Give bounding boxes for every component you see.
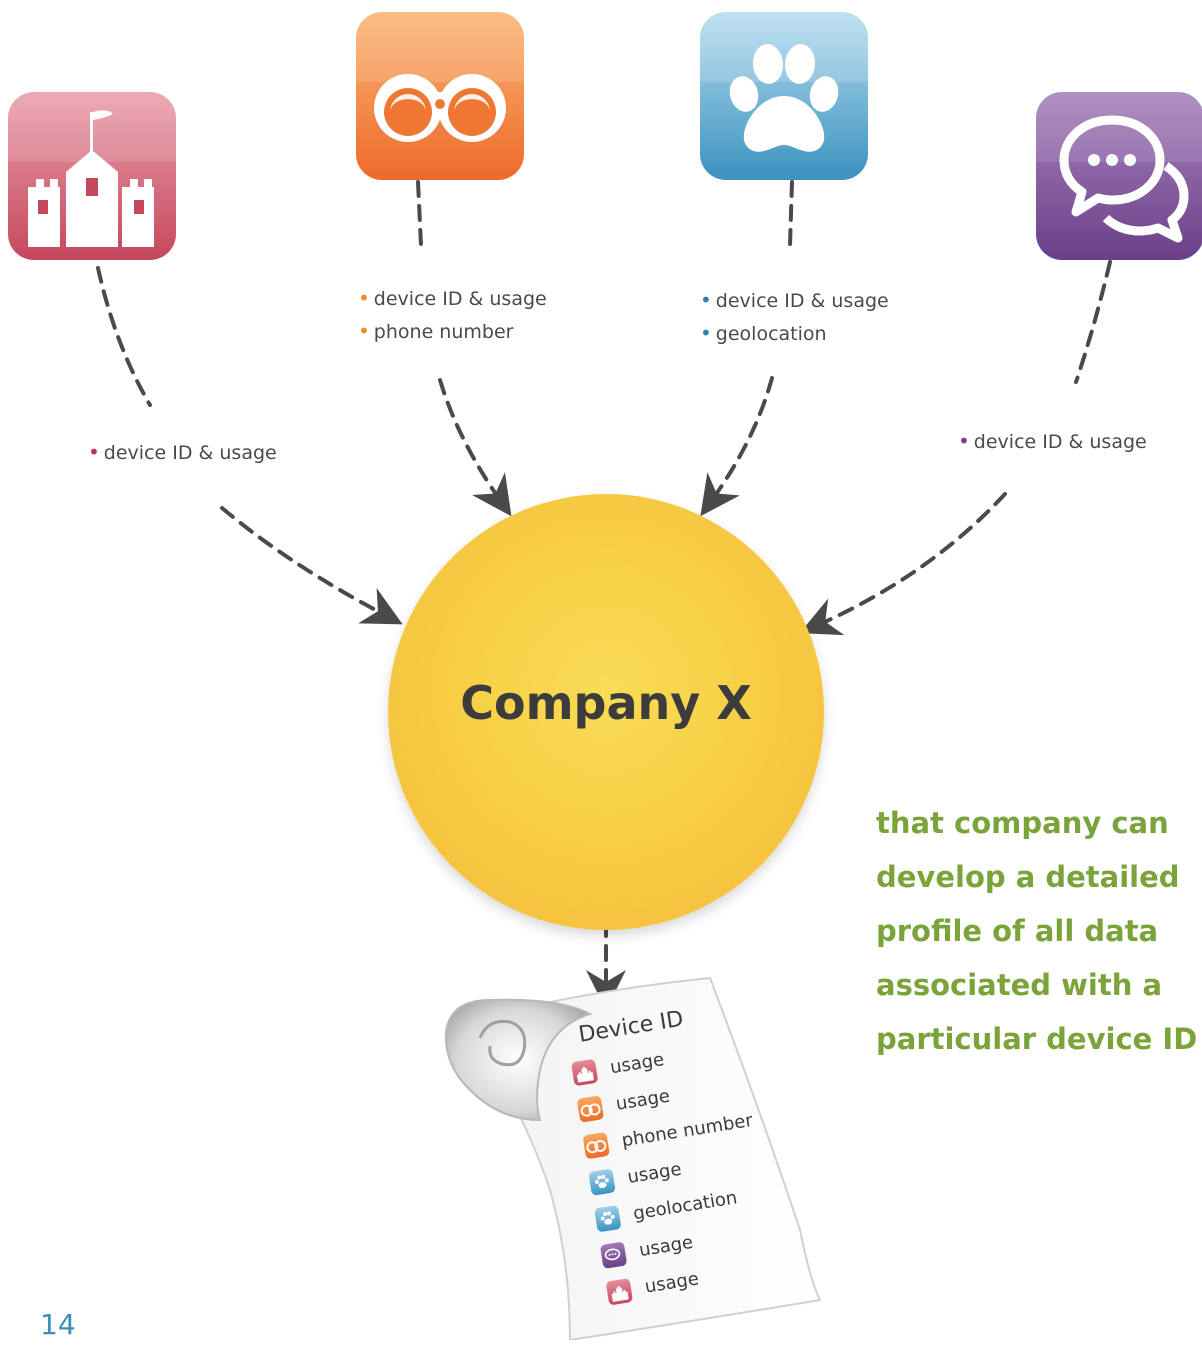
list-item: •device ID & usage <box>88 436 277 469</box>
row-text: usage <box>625 1158 683 1188</box>
page-number: 14 <box>40 1308 76 1341</box>
profile-row: usage <box>570 1009 872 1092</box>
label-text: device ID & usage <box>973 431 1147 453</box>
chat-data-list: •device ID & usage <box>958 425 1147 458</box>
paw-app-icon[interactable] <box>700 12 868 180</box>
profile-row: usage <box>587 1118 889 1201</box>
castle-icon <box>570 1058 599 1086</box>
connector-binoculars-upper <box>416 180 423 247</box>
list-item: •geolocation <box>700 317 889 350</box>
label-text: geolocation <box>715 323 827 345</box>
bullet: • <box>700 288 712 312</box>
label-text: device ID & usage <box>103 442 277 464</box>
binoculars-data-list: •device ID & usage •phone number <box>358 282 547 348</box>
profile-row: geolocation <box>593 1155 895 1238</box>
profile-row: usage <box>605 1228 907 1311</box>
label-text: device ID & usage <box>373 288 547 310</box>
connector-paw-upper <box>788 180 794 247</box>
castle-app-icon[interactable] <box>8 92 176 260</box>
note-line: that company can <box>876 806 1169 840</box>
binoculars-icon <box>576 1094 605 1123</box>
bullet: • <box>358 286 370 310</box>
bullet: • <box>700 321 712 345</box>
bullet: • <box>88 440 100 464</box>
castle-icon <box>605 1277 634 1306</box>
list-item: •device ID & usage <box>358 282 547 315</box>
bullet: • <box>958 429 970 453</box>
connector-castle-upper <box>96 266 152 407</box>
chat-bubbles-icon <box>1036 92 1202 260</box>
company-label: Company X <box>460 676 752 730</box>
list-item: •device ID & usage <box>700 284 889 317</box>
row-text: usage <box>608 1049 666 1079</box>
castle-icon <box>8 92 176 260</box>
note-line: develop a detailed <box>876 860 1180 894</box>
list-item: •phone number <box>358 315 547 348</box>
connector-chat-upper <box>1074 260 1112 384</box>
row-text: usage <box>614 1085 672 1115</box>
connector-paw-lower <box>700 376 774 517</box>
castle-data-list: •device ID & usage <box>88 436 277 469</box>
profile-row: usage <box>599 1191 901 1274</box>
note-line: profile of all data <box>876 914 1159 948</box>
profile-row: usage <box>576 1045 878 1128</box>
note-line: associated with a <box>876 968 1163 1002</box>
binoculars-icon <box>356 12 524 180</box>
side-note: that company can develop a detailed prof… <box>876 796 1202 1066</box>
paw-icon <box>594 1204 622 1232</box>
connector-chat-lower <box>799 492 1007 636</box>
binoculars-icon <box>582 1131 610 1159</box>
label-text: device ID & usage <box>715 290 889 312</box>
paw-data-list: •device ID & usage •geolocation <box>700 284 889 350</box>
company-circle <box>388 494 824 930</box>
paw-icon <box>700 12 868 180</box>
note-line: particular device ID <box>876 1022 1198 1056</box>
label-text: phone number <box>373 321 514 343</box>
list-item: •device ID & usage <box>958 425 1147 458</box>
connector-castle-lower <box>220 506 403 625</box>
paw-icon <box>588 1167 616 1196</box>
bullet: • <box>358 319 370 343</box>
chat-bubbles-icon <box>599 1241 628 1269</box>
profile-row: phone number <box>581 1082 883 1165</box>
row-text: usage <box>643 1268 701 1298</box>
profile-scroll: Device ID usage usage phone number usage… <box>565 978 907 1311</box>
connector-binoculars-lower <box>438 378 512 517</box>
chat-app-icon[interactable] <box>1036 92 1202 260</box>
profile-scroll-paper <box>444 976 822 1340</box>
binoculars-app-icon[interactable] <box>356 12 524 180</box>
row-text: usage <box>637 1231 695 1262</box>
